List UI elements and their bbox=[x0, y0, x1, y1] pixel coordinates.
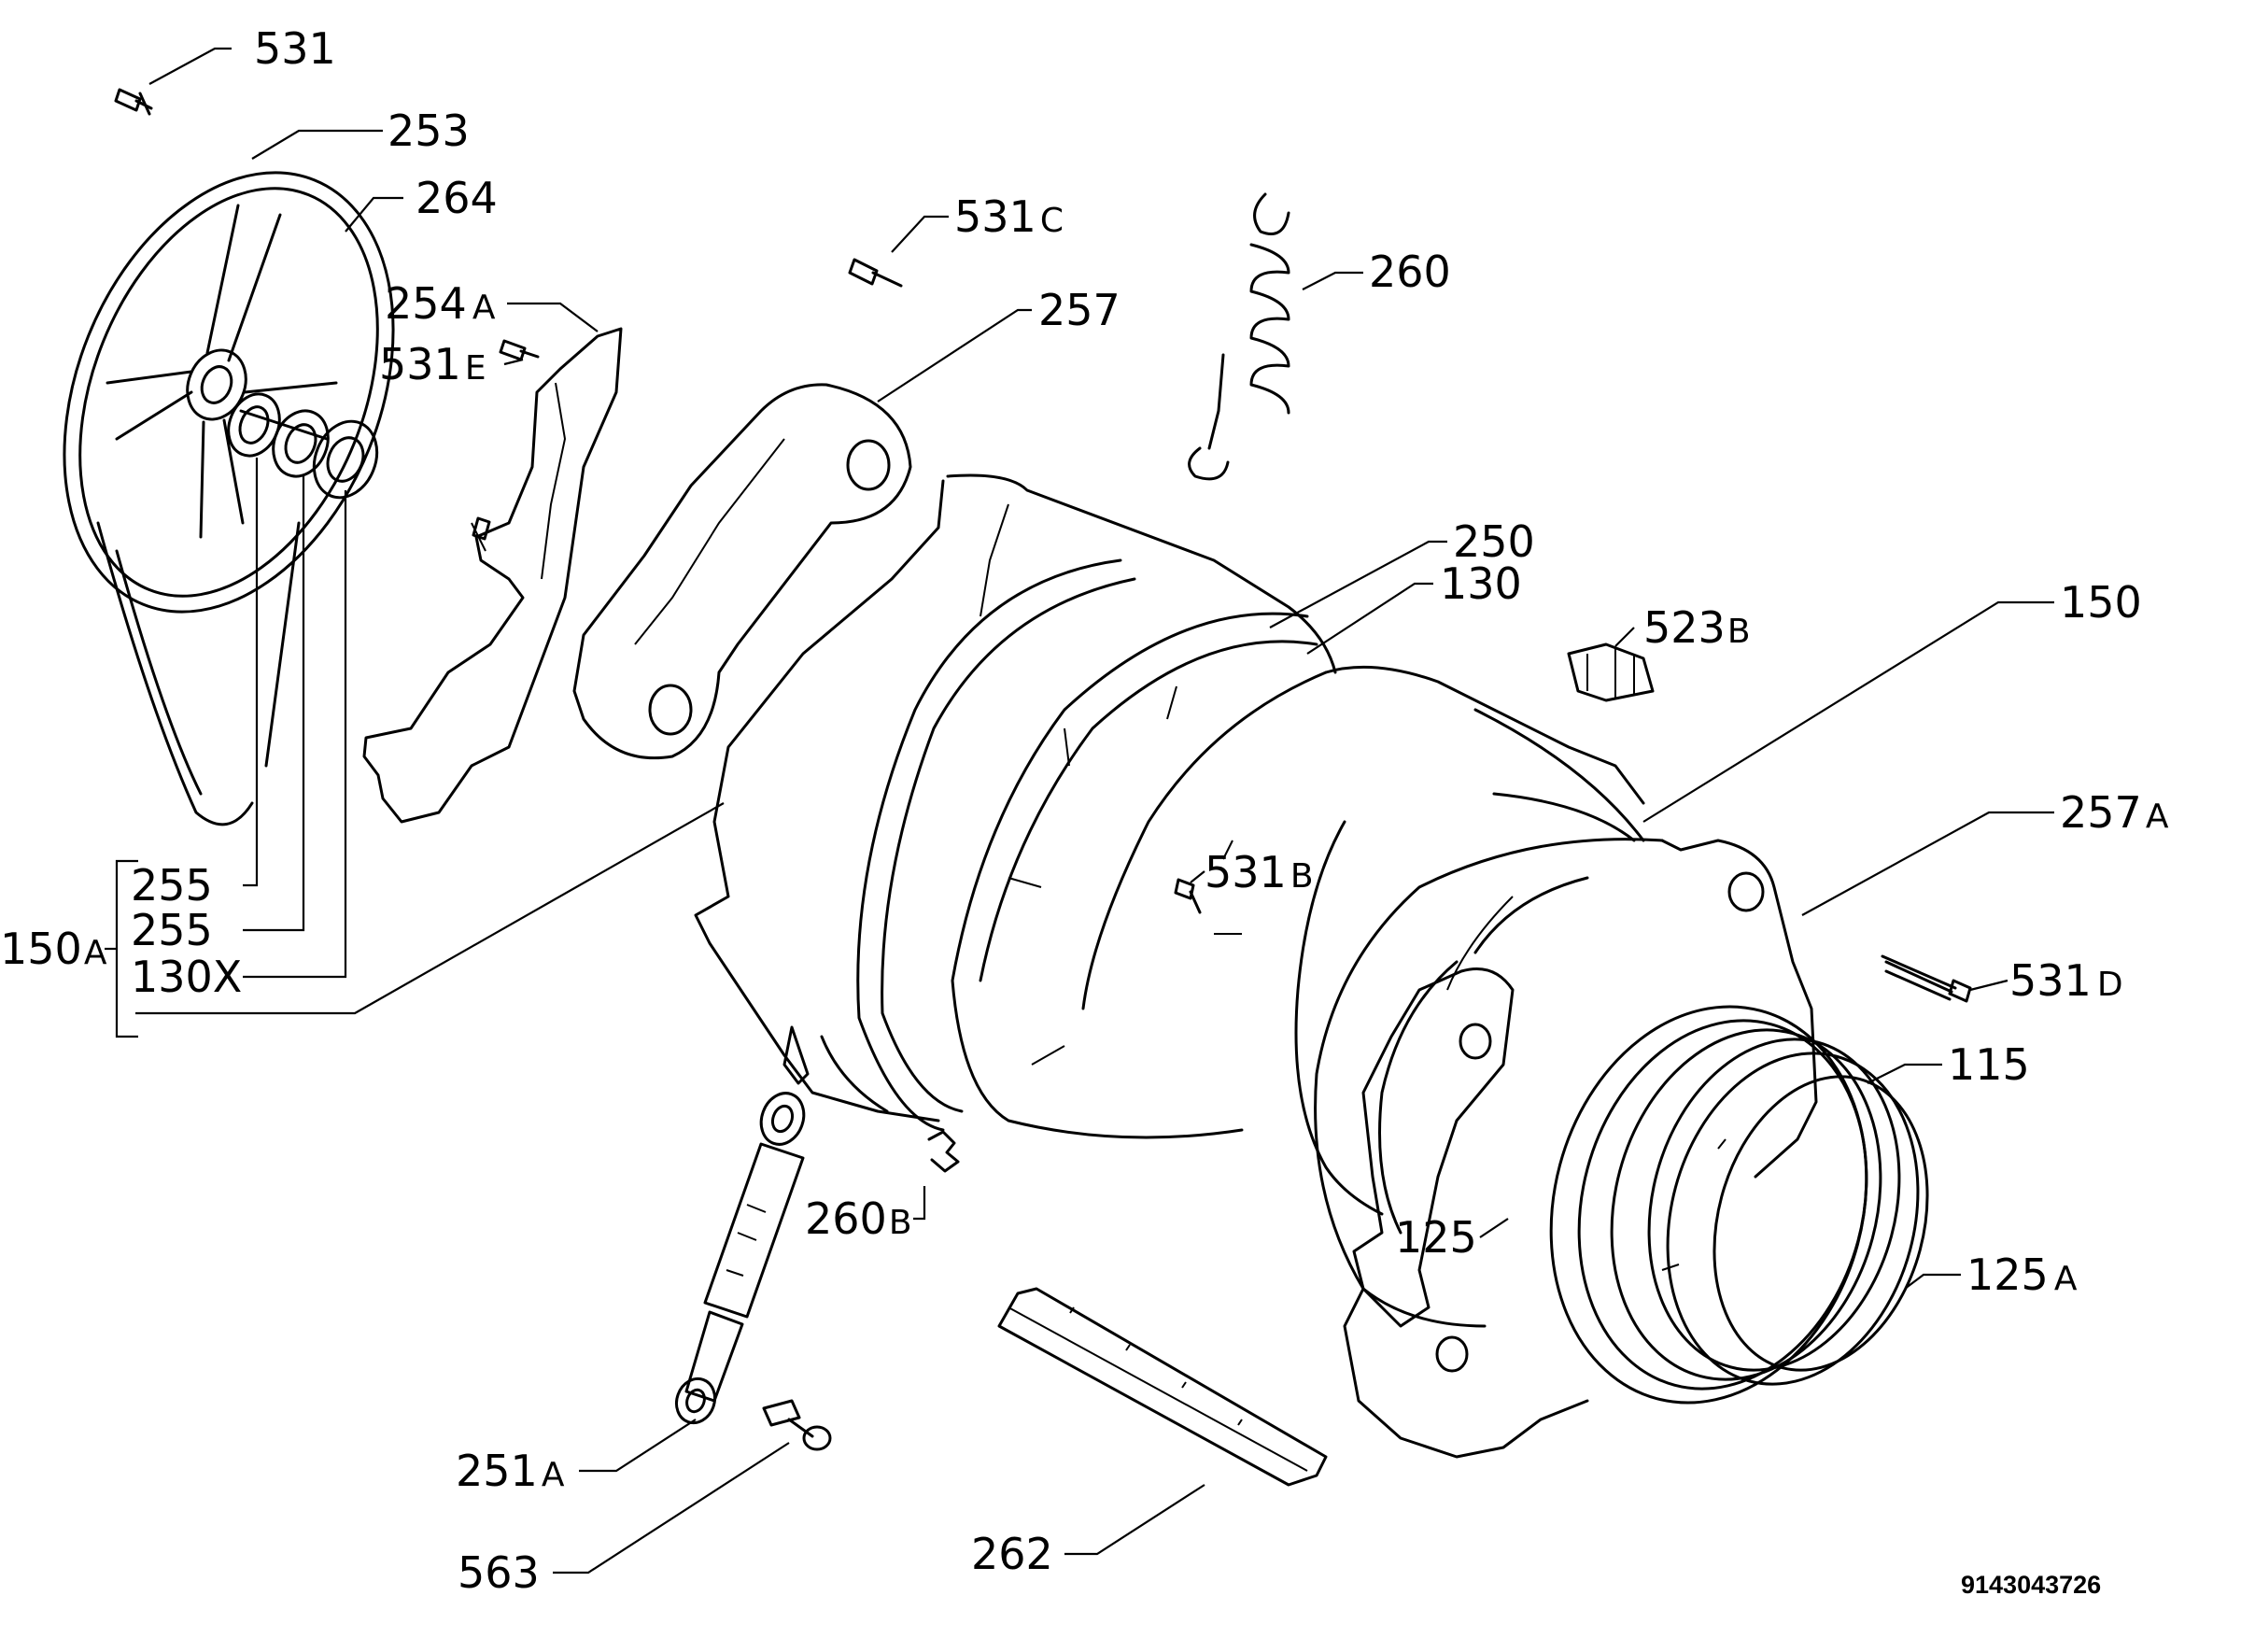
label-150: 150 bbox=[2060, 577, 2142, 628]
label-260b: 260B bbox=[805, 1193, 912, 1244]
bracket-254a-part bbox=[362, 327, 623, 824]
label-130x: 130X bbox=[131, 952, 242, 1002]
label-253: 253 bbox=[388, 106, 470, 156]
drum-250-part bbox=[856, 558, 1318, 1139]
label-130: 130 bbox=[1440, 558, 1522, 609]
screw-531-part bbox=[114, 88, 153, 116]
shock-absorber-251a-part bbox=[674, 1092, 806, 1425]
label-260: 260 bbox=[1369, 247, 1451, 297]
leader-lines bbox=[105, 47, 2054, 1574]
rear-tub-part bbox=[694, 473, 1337, 1123]
door-seal-ring-part bbox=[1549, 1005, 1929, 1405]
pulley-253-part bbox=[63, 171, 395, 826]
label-150a: 150A bbox=[0, 924, 107, 974]
connector-523b-part bbox=[1567, 642, 1655, 702]
screw-531e-part bbox=[499, 339, 540, 361]
label-264: 264 bbox=[416, 173, 498, 223]
drum-130-part bbox=[1081, 665, 1645, 1216]
label-257: 257 bbox=[1038, 285, 1120, 335]
counterweight-257a-part bbox=[1343, 839, 1818, 1459]
label-125: 125 bbox=[1395, 1212, 1477, 1263]
tub-150-part bbox=[1314, 792, 1664, 1328]
counterweight-257-part bbox=[572, 383, 912, 760]
label-255-2: 255 bbox=[131, 905, 213, 955]
label-115: 115 bbox=[1948, 1039, 2030, 1090]
bolt-563-part bbox=[762, 1399, 832, 1451]
label-250: 250 bbox=[1453, 516, 1535, 567]
spring-260-part bbox=[1188, 192, 1290, 481]
label-262: 262 bbox=[971, 1529, 1053, 1579]
label-255-1: 255 bbox=[131, 860, 213, 911]
clip-260b-part bbox=[927, 1130, 960, 1173]
drawing-number: 9143043726 bbox=[1961, 1571, 2101, 1599]
label-523b: 523B bbox=[1643, 602, 1751, 653]
label-563: 563 bbox=[458, 1547, 540, 1598]
screw-531b-part bbox=[1174, 878, 1202, 914]
screw-531c-part bbox=[848, 258, 903, 288]
bearing-set-part bbox=[227, 392, 379, 500]
strip-262-part bbox=[997, 1287, 1328, 1487]
bolt-531d-part bbox=[1881, 954, 1972, 1003]
label-531: 531 bbox=[254, 23, 336, 74]
